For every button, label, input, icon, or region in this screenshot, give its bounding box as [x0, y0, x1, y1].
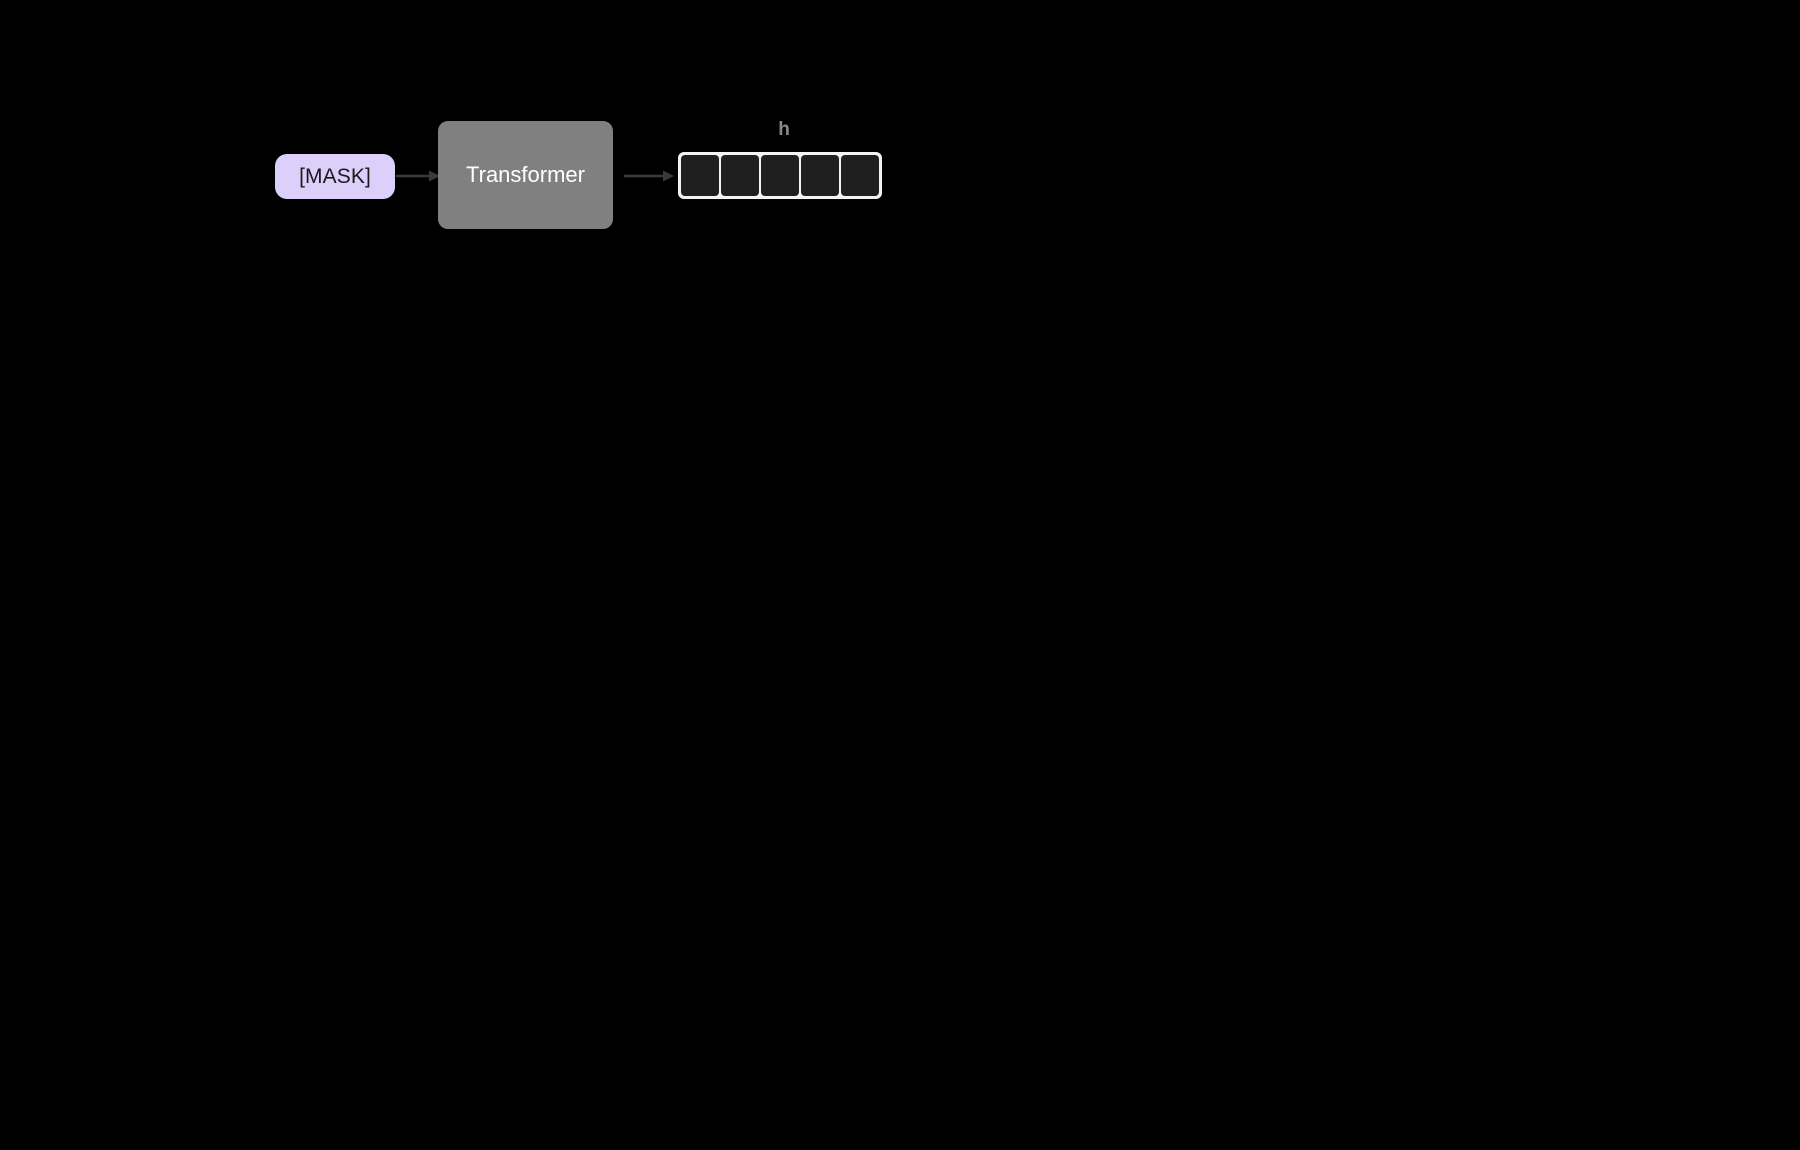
mask-token-label: [MASK]	[299, 165, 371, 188]
transformer-label: Transformer	[466, 162, 585, 187]
hidden-state-cell	[801, 155, 839, 196]
hidden-state-cell	[681, 155, 719, 196]
transformer-node[interactable]: Transformer	[438, 121, 613, 229]
arrow-mask-to-transformer-icon	[396, 166, 440, 186]
hidden-state-caption: h	[778, 119, 790, 140]
hidden-state-grid	[678, 152, 882, 199]
hidden-state-cell	[761, 155, 799, 196]
mask-token-node[interactable]: [MASK]	[275, 154, 395, 199]
hidden-state-cell	[721, 155, 759, 196]
hidden-state-cell	[841, 155, 879, 196]
arrow-transformer-to-hidden-icon	[624, 166, 674, 186]
